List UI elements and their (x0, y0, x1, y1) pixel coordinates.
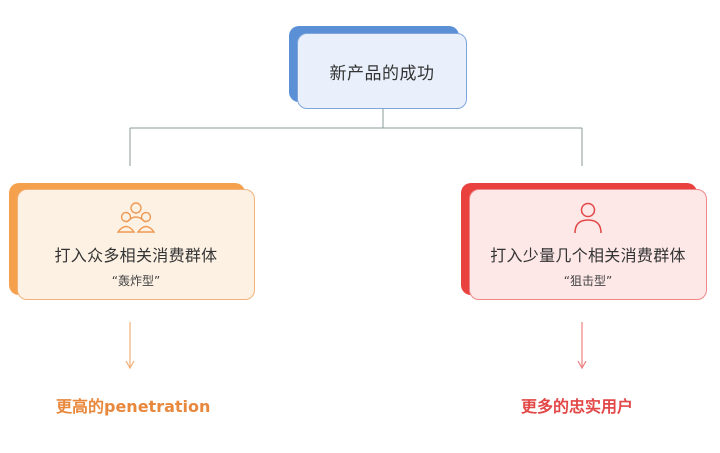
left-branch-result: 更高的penetration (56, 397, 211, 416)
left-branch-subtitle: “轰炸型” (111, 274, 161, 288)
right-branch-node: 打入少量几个相关消费群体 “狙击型” (469, 189, 707, 300)
left-branch-node: 打入众多相关消费群体 “轰炸型” (17, 189, 255, 300)
right-branch-title: 打入少量几个相关消费群体 (490, 246, 686, 265)
root-node: 新产品的成功 (297, 33, 467, 109)
root-node-label: 新产品的成功 (329, 63, 435, 84)
group-people-icon (116, 202, 156, 233)
right-branch-subtitle: “狙击型” (563, 274, 613, 288)
left-branch-title: 打入众多相关消费群体 (54, 246, 218, 265)
right-arrow (577, 322, 587, 370)
single-person-icon (574, 202, 602, 234)
left-arrow (125, 322, 135, 370)
right-branch-result: 更多的忠实用户 (521, 397, 634, 416)
